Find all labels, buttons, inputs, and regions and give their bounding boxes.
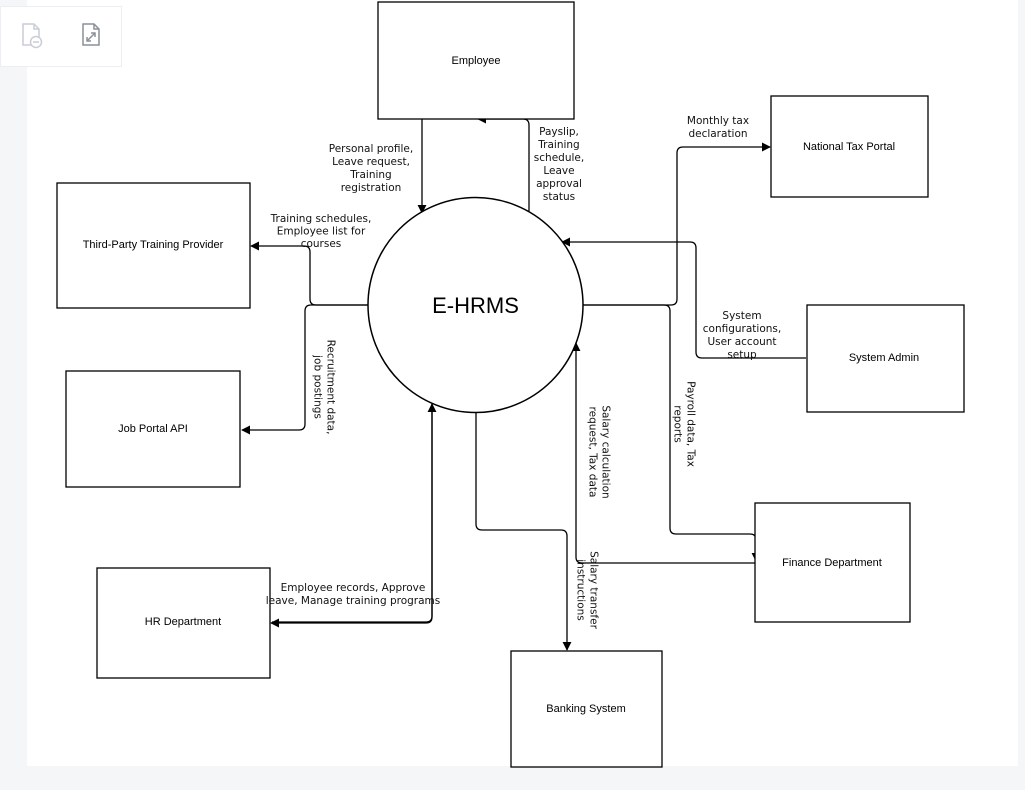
expand-arrows-icon — [82, 23, 100, 46]
entity-third-party-label: Third-Party Training Provider — [83, 239, 224, 251]
flow-ehrms-to-tax-portal — [583, 142, 771, 306]
zoom-out-page-button[interactable] — [19, 21, 45, 49]
fit-page-button[interactable] — [79, 21, 105, 49]
flow-ehrms-to-hr — [270, 404, 433, 628]
flow-label-recruitment: Recruitment data,job postings — [312, 340, 337, 435]
entity-banking-system[interactable]: Banking System — [510, 650, 663, 768]
flow-admin-to-ehrms — [561, 237, 806, 359]
flow-finance-to-ehrms — [571, 342, 755, 564]
flow-ehrms-to-job-portal — [241, 304, 368, 435]
entity-system-admin[interactable]: System Admin — [806, 304, 965, 413]
entity-job-portal-api[interactable]: Job Portal API — [65, 370, 241, 488]
entity-national-tax-portal[interactable]: National Tax Portal — [770, 95, 929, 198]
entity-finance-department[interactable]: Finance Department — [754, 502, 911, 623]
entity-hr-label: HR Department — [145, 616, 221, 628]
entity-hr-department[interactable]: HR Department — [96, 567, 271, 679]
entity-finance-label: Finance Department — [782, 557, 882, 569]
flow-label-payroll: Payroll data, Taxreports — [672, 381, 697, 467]
flow-label-salary-request: Salary calculationrequest, Tax data — [587, 405, 612, 498]
ehrms-process-circle[interactable] — [367, 196, 584, 414]
flow-ehrms-to-employee — [477, 114, 530, 211]
page-minus-icon — [22, 23, 43, 49]
entity-banking-label: Banking System — [546, 703, 625, 715]
entity-national-tax-portal-label: National Tax Portal — [803, 141, 895, 153]
toolbar — [0, 6, 122, 67]
entity-job-portal-label: Job Portal API — [118, 423, 188, 435]
entity-system-admin-label: System Admin — [849, 352, 919, 364]
entity-third-party-training-provider[interactable]: Third-Party Training Provider — [56, 182, 251, 309]
ehrms-process-label: E-HRMS — [432, 293, 519, 318]
flow-label-salary-transfer: Salary transferinstructions — [575, 551, 600, 629]
flow-ehrms-to-banking — [475, 412, 572, 651]
entity-employee[interactable]: Employee — [377, 1, 575, 120]
entity-employee-label: Employee — [452, 55, 501, 67]
flow-ehrms-to-training-provider — [250, 241, 368, 306]
